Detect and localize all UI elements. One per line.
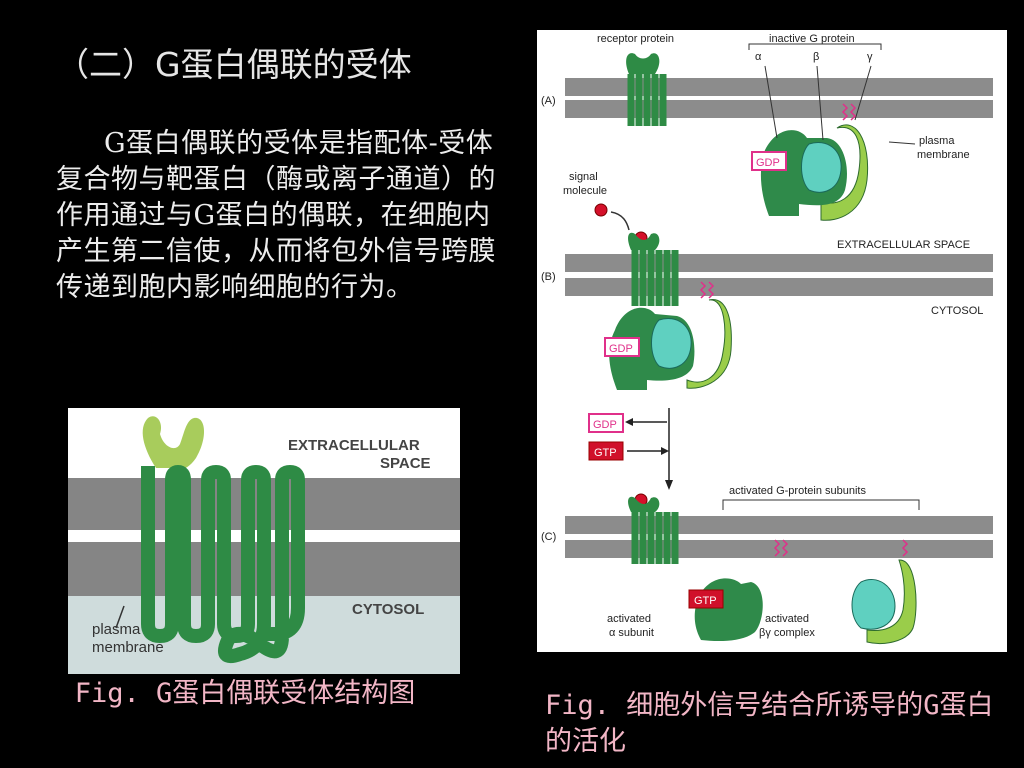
- activated-bg-label-1: activated: [765, 613, 809, 625]
- panel-c-label: (C): [541, 531, 556, 543]
- gtp-label-exchange: GTP: [594, 447, 617, 459]
- extracellular-label-2: SPACE: [380, 455, 431, 472]
- extracellular-space-label: EXTRACELLULAR SPACE: [837, 239, 970, 251]
- membrane-label-2: membrane: [92, 639, 164, 656]
- activated-alpha-label-2: α subunit: [609, 627, 654, 639]
- gdp-label-b: GDP: [609, 343, 633, 355]
- receptor-a: [626, 53, 667, 126]
- inactive-g-protein-label: inactive G protein: [769, 33, 855, 45]
- signal-molecule-label-1: signal: [569, 171, 598, 183]
- signal-molecule-free: [594, 203, 608, 217]
- slide-body-text: G蛋白偶联的受体是指配体-受体复合物与靶蛋白（酶或离子通道）的作用通过与G蛋白的…: [56, 128, 496, 303]
- gprotein-activation-figure: receptor protein inactive G protein α β …: [537, 30, 1007, 652]
- activated-beta-gamma-complex: [851, 539, 917, 644]
- membrane-a-inner: [565, 100, 993, 118]
- cytosol-label-b: CYTOSOL: [931, 305, 983, 317]
- gtp-badge-exchange: [588, 441, 624, 461]
- beta-label: β: [813, 51, 819, 63]
- receptor-b: [628, 231, 679, 306]
- activated-alpha-subunit: GTP: [688, 539, 789, 642]
- gdp-label-exchange: GDP: [593, 419, 617, 431]
- inactive-g-protein-a: GDP: [751, 65, 872, 221]
- cytosol-label: CYTOSOL: [352, 601, 424, 618]
- activated-bg-label-2: βγ complex: [759, 627, 815, 639]
- panel-a-label: (A): [541, 95, 556, 107]
- figure2-caption: Fig. 细胞外信号结合所诱导的G蛋白的活化: [545, 690, 994, 757]
- gdp-label-a: GDP: [756, 157, 780, 169]
- figure1-caption: Fig. G蛋白偶联受体结构图: [74, 678, 416, 709]
- membrane-a-outer: [565, 78, 993, 96]
- membrane-b-inner: [565, 278, 993, 296]
- gpcr-structure-figure: EXTRACELLULAR SPACE CYTOSOL plasma membr…: [68, 408, 460, 674]
- panel-b-label: (B): [541, 271, 556, 283]
- activated-alpha-label-1: activated: [607, 613, 651, 625]
- membrane-c-outer: [565, 516, 993, 534]
- plasma-membrane-label-1: plasma: [919, 135, 955, 147]
- slide-title: （二）G蛋白偶联的受体: [56, 45, 412, 84]
- alpha-label: α: [755, 51, 762, 63]
- gamma-label: γ: [867, 51, 873, 63]
- g-protein-b: GDP: [604, 281, 732, 390]
- activated-subunits-label: activated G-protein subunits: [729, 485, 866, 497]
- membrane-c-inner: [565, 540, 993, 558]
- receptor-protein-label: receptor protein: [597, 33, 674, 45]
- membrane-b-outer: [565, 254, 993, 272]
- signal-molecule-label-2: molecule: [563, 185, 607, 197]
- plasma-membrane-label-2: membrane: [917, 149, 970, 161]
- receptor-c: [628, 493, 679, 564]
- extracellular-label-1: EXTRACELLULAR: [288, 437, 420, 454]
- gtp-label-c: GTP: [694, 595, 717, 607]
- gpcr-receptor: [141, 416, 305, 664]
- membrane-label-1: plasma: [92, 621, 141, 638]
